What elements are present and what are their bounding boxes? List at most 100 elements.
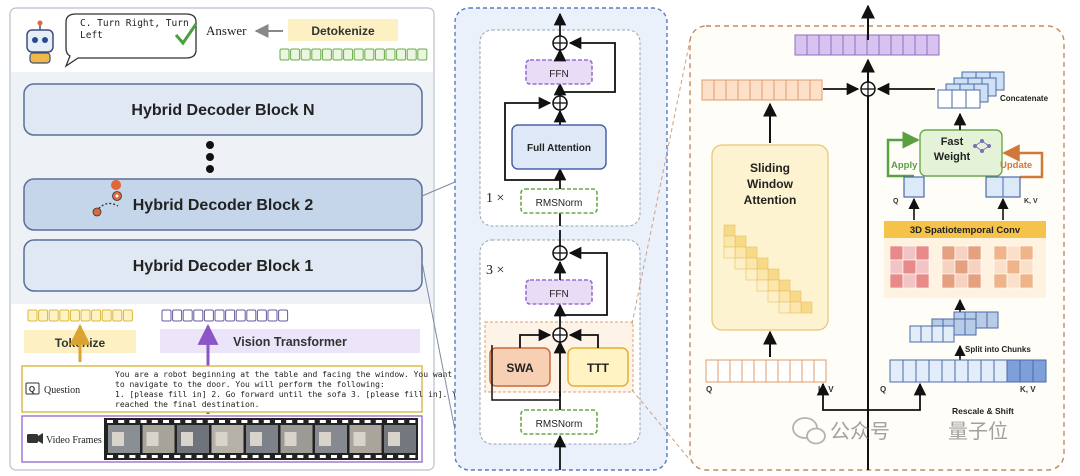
mask-cell xyxy=(778,290,791,303)
output-token xyxy=(353,48,364,61)
concat-cell xyxy=(937,89,953,109)
ttt-label: TTT xyxy=(587,361,610,375)
ttt-input-cell xyxy=(1006,359,1021,383)
speech-text-box: C. Turn Right, Turn Left xyxy=(80,18,189,41)
video-frame-detail xyxy=(112,432,124,446)
sliding-window-attention-box xyxy=(711,144,829,331)
film-hole xyxy=(275,420,281,423)
output-token xyxy=(300,48,311,61)
film-hole xyxy=(151,420,158,423)
swa-input-cell xyxy=(765,359,779,383)
ttt-input-cell xyxy=(1032,359,1047,383)
film-hole xyxy=(163,455,169,458)
film-hole xyxy=(118,455,125,458)
film-hole xyxy=(297,420,304,423)
film-hole xyxy=(107,455,113,458)
video-frame-detail xyxy=(353,432,366,446)
film-hole xyxy=(364,455,371,458)
swa-input-cell xyxy=(789,359,803,383)
q-cell xyxy=(903,176,925,198)
output-token xyxy=(311,48,322,61)
conv-cube xyxy=(1006,245,1021,261)
rescale-label: Rescale & Shift xyxy=(952,406,1014,416)
swa-input-cell xyxy=(741,359,755,383)
film-hole xyxy=(107,420,113,423)
swa-input-cell xyxy=(813,359,827,383)
film-hole xyxy=(196,420,203,423)
vision-token xyxy=(182,309,193,322)
vision-token xyxy=(246,309,257,322)
zoom-line-top xyxy=(421,181,456,197)
mask-cell xyxy=(756,257,769,270)
detokenize-label: Detokenize xyxy=(311,24,375,38)
conv-label: 3D Spatiotemporal Conv xyxy=(910,225,1021,236)
mask-cell xyxy=(767,268,780,281)
question-text-line3: 1. [please fill in] 2. Go forward until … xyxy=(115,390,491,399)
film-hole xyxy=(174,455,181,458)
question-label: Question xyxy=(44,385,80,396)
text-token xyxy=(91,309,102,322)
speech-bubble xyxy=(64,13,197,68)
conv-cube xyxy=(902,273,917,289)
output-token-row xyxy=(279,48,428,61)
fast-weight-icon xyxy=(973,139,991,153)
output-cell xyxy=(878,34,892,56)
vision-token xyxy=(161,309,172,322)
vision-token xyxy=(267,309,278,322)
film-hole xyxy=(331,420,337,423)
ttt-input-cell xyxy=(902,359,917,383)
conv-cube xyxy=(941,273,956,289)
video-frame-detail xyxy=(146,432,159,446)
conv-cubes xyxy=(889,245,1034,289)
text-token xyxy=(27,309,38,322)
output-token xyxy=(374,48,385,61)
split-chunks xyxy=(909,311,999,343)
output-token xyxy=(385,48,396,61)
film-hole xyxy=(319,455,326,458)
film-hole xyxy=(241,420,248,423)
film-hole xyxy=(375,420,382,423)
output-cell xyxy=(914,34,928,56)
vision-token xyxy=(278,309,289,322)
film-hole xyxy=(364,420,371,423)
mask-cell xyxy=(756,279,769,292)
ttt-input-cell xyxy=(889,359,904,383)
bottom-multiplier: 3 × xyxy=(486,263,504,278)
video-frame-detail xyxy=(284,432,297,446)
text-token-row xyxy=(27,309,133,322)
ffn-top-label: FFN xyxy=(549,69,568,80)
swa-input-cell xyxy=(705,359,719,383)
swa-label: SWA xyxy=(506,361,534,375)
swa-output-row xyxy=(701,79,823,101)
vision-token xyxy=(203,309,214,322)
conv-cube xyxy=(941,259,956,275)
question-box xyxy=(21,365,423,413)
svg-text:Q: Q xyxy=(29,385,35,394)
vision-token xyxy=(225,309,236,322)
film-hole xyxy=(319,420,326,423)
ellipsis-dots xyxy=(206,141,214,173)
ttt-input-cell xyxy=(915,359,930,383)
film-hole xyxy=(118,420,125,423)
mask-cell xyxy=(789,290,802,303)
speech-text: C. Turn Right, Turn Left xyxy=(80,18,189,41)
vision-token xyxy=(214,309,225,322)
film-hole xyxy=(331,455,337,458)
film-hole xyxy=(263,420,270,423)
swa-input-row xyxy=(705,359,827,383)
sliding-window-mask xyxy=(723,224,813,314)
chunk-cell xyxy=(909,325,922,343)
concatenated-output xyxy=(937,71,1005,109)
ttt-input-cell xyxy=(954,359,969,383)
video-frame-detail xyxy=(181,432,193,446)
chunk-cell xyxy=(986,311,999,329)
video-frame-detail xyxy=(319,432,331,446)
text-token xyxy=(101,309,112,322)
swa-output-cell xyxy=(701,79,715,101)
apply-label: Apply xyxy=(891,160,918,171)
mask-cell xyxy=(745,246,758,259)
swa-input-cell xyxy=(717,359,731,383)
swa-output-cell xyxy=(809,79,823,101)
ttt-input-cell xyxy=(980,359,995,383)
